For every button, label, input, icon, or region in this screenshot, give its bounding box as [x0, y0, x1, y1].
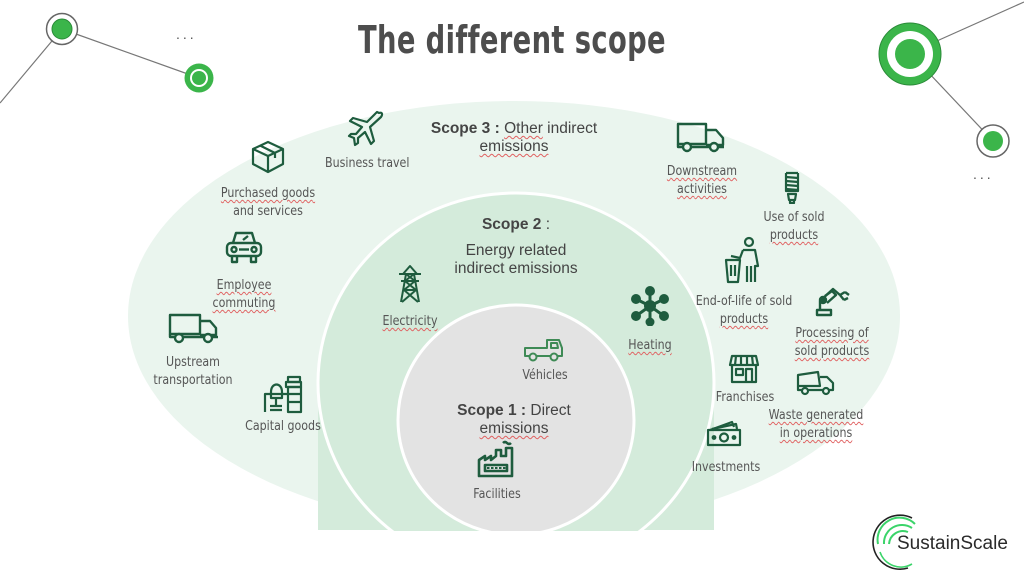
scope3-title-text: indirect: [547, 120, 598, 137]
light-bulb-icon: [784, 171, 800, 204]
scope3-item-business-travel: Business travel: [325, 154, 410, 172]
node-icon: [878, 22, 942, 86]
item-label-line1: Purchased goods: [220, 185, 316, 201]
connector-line: [61, 28, 200, 79]
money-icon: [706, 420, 742, 447]
scope2-title-text: :: [541, 216, 551, 233]
item-label-line1: Employee: [216, 277, 272, 293]
scope3-item-downstream-activities: Downstream activities: [661, 162, 743, 198]
scope2-subtitle: Energy related indirect emissions: [398, 242, 634, 278]
scope3-title-bold: Scope 3 :: [430, 120, 500, 137]
item-label: Heating: [628, 337, 672, 353]
ellipsis-decoration: ...: [176, 26, 197, 42]
item-label-line1: Use of sold: [763, 209, 825, 225]
truck-icon: [168, 313, 218, 344]
scope2-title: Scope 2 :: [418, 216, 614, 234]
power-pylon-icon: [399, 265, 421, 303]
scope2-subtitle-line1: Energy related: [465, 242, 567, 259]
item-label-line1: End-of-life of sold: [695, 293, 793, 309]
scope3-item-end-of-life: End-of-life of sold products: [688, 292, 800, 328]
scope1-title-text: Direct: [526, 402, 571, 419]
page-title: The different scope: [358, 18, 666, 62]
network-hub-icon: [631, 286, 669, 326]
scope3-item-capital-goods: Capital goods: [244, 417, 321, 435]
node-icon: [976, 124, 1010, 158]
scope2-item-heating: Heating: [620, 336, 679, 354]
scope3-title: Scope 3 : Other indirect emissions: [416, 120, 612, 156]
scope3-item-processing-sold-products: Processing of sold products: [789, 324, 874, 360]
scope2-title-bold: Scope 2: [481, 216, 542, 233]
scope2-subtitle-line2: indirect emissions: [454, 260, 578, 277]
item-label: Business travel: [325, 155, 410, 171]
item-label-line2: sold products: [794, 343, 870, 359]
car-icon: [225, 231, 263, 264]
scope3-item-waste-generated: Waste generated in operations: [768, 406, 864, 442]
baseline-mask: [0, 531, 1024, 574]
item-label: Electricity: [382, 313, 438, 329]
dump-truck-icon: [796, 370, 835, 396]
item-label-line2: in operations: [779, 425, 853, 441]
airplane-icon: [347, 110, 384, 147]
trash-disposal-icon: [724, 236, 760, 284]
scope2-item-electricity: Electricity: [374, 312, 446, 330]
scope1-title: Scope 1 : Direct emissions: [414, 402, 614, 438]
factory-icon: [477, 440, 514, 478]
scope3-item-upstream-transportation: Upstream transportation: [148, 353, 238, 389]
item-label-line2: products: [719, 311, 769, 327]
scope3-item-franchises: Franchises: [708, 388, 782, 406]
box-icon: [251, 140, 285, 174]
scope3-item-use-of-sold-products: Use of sold products: [756, 208, 831, 244]
item-label: Franchises: [715, 389, 775, 405]
node-icon: [184, 63, 214, 93]
node-icon: [45, 12, 79, 46]
item-label-line2: transportation: [153, 372, 233, 388]
scope3-title-text: Other: [504, 120, 543, 137]
item-label-line2: activities: [677, 181, 727, 197]
item-label-line2: commuting: [212, 295, 276, 311]
item-label-line1: Processing of: [795, 325, 869, 341]
sustainscale-logo-icon: [872, 514, 916, 570]
item-label-line1: Waste generated: [768, 407, 864, 423]
item-label-line1: Downstream: [666, 163, 738, 179]
scope3-title-line2: emissions: [479, 138, 549, 155]
storefront-icon: [728, 354, 760, 384]
scope1-title-line2: emissions: [479, 420, 549, 437]
item-label: Véhicles: [522, 367, 568, 383]
scope3-item-purchased-goods: Purchased goods and services: [219, 184, 317, 220]
scope3-item-investments: Investments: [687, 458, 766, 476]
scope3-item-employee-commuting: Employee commuting: [203, 276, 285, 312]
item-label-line2: products: [769, 227, 819, 243]
ellipsis-decoration: ...: [973, 166, 994, 182]
delivery-truck-icon: [676, 122, 725, 153]
item-label-line2: and services: [233, 203, 303, 219]
item-label: Facilities: [473, 486, 521, 502]
item-label: Capital goods: [245, 418, 321, 434]
item-label: Investments: [691, 459, 761, 475]
scope1-item-facilities: Facilities: [460, 485, 534, 503]
brand-logo-text: SustainScale: [897, 533, 1008, 554]
item-label-line1: Upstream: [166, 354, 220, 370]
office-furniture-icon: [263, 375, 303, 414]
scope1-item-vehicles: Véhicles: [508, 366, 582, 384]
pickup-truck-icon: [524, 339, 563, 362]
scope1-title-bold: Scope 1 :: [457, 402, 527, 419]
robot-arm-icon: [815, 287, 850, 317]
